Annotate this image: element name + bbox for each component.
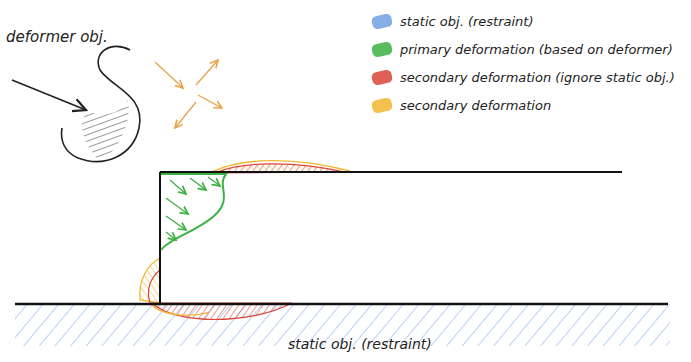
legend-text: static obj. (restraint) — [400, 14, 534, 29]
legend-text: primary deformation (based on deformer) — [400, 42, 673, 57]
legend-row: primary deformation (based on deformer) — [372, 42, 673, 57]
legend-row: static obj. (restraint) — [372, 14, 534, 29]
legend-row: secondary deformation (ignore static obj… — [372, 70, 675, 85]
legend-swatch — [371, 13, 393, 30]
legend-row: secondary deformation — [372, 98, 551, 113]
legend-swatch — [371, 41, 393, 58]
legend-swatch — [371, 97, 393, 114]
legend-text: secondary deformation (ignore static obj… — [400, 70, 675, 85]
part-label: static obj. (restraint) — [288, 336, 432, 352]
legend-text: secondary deformation — [400, 98, 551, 113]
part-label: deformer obj. — [6, 28, 108, 46]
legend-swatch — [371, 69, 393, 86]
